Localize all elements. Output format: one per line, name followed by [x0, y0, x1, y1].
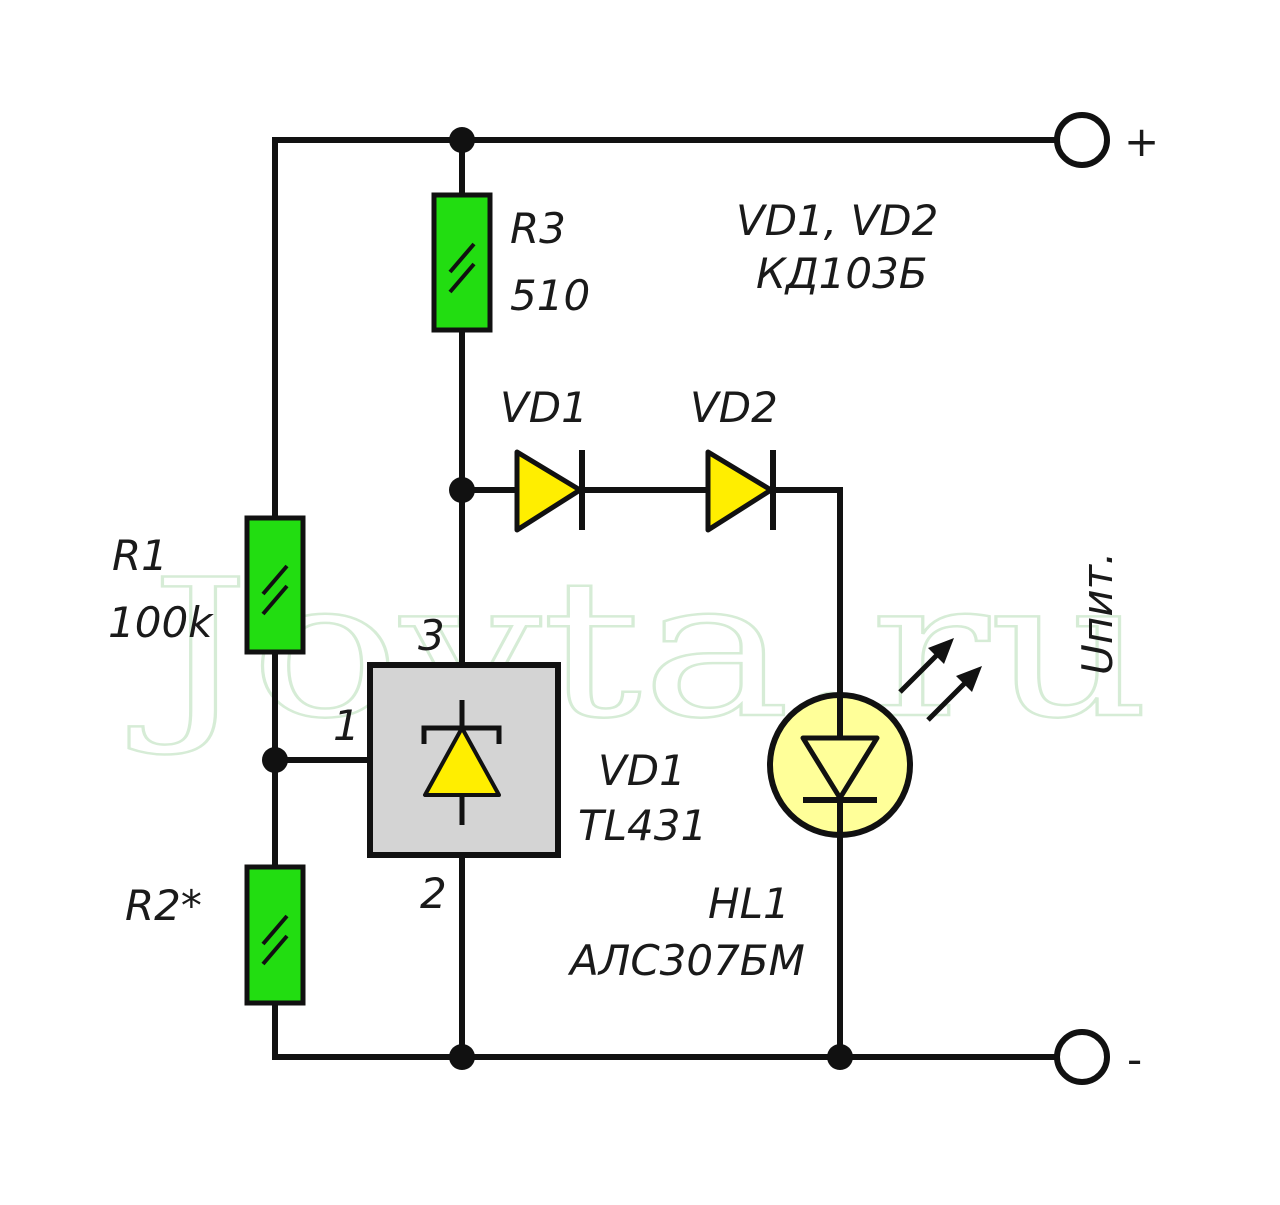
junction-divider	[262, 747, 288, 773]
r2-ref-label: R2*	[125, 881, 202, 930]
ic-tl431	[367, 662, 561, 858]
vd1-ref-label: VD1	[500, 383, 588, 432]
junction-bottom-left	[449, 1044, 475, 1070]
diode-group-refs: VD1, VD2	[736, 196, 938, 245]
diode-vd2	[705, 449, 776, 533]
terminal-plus-label: +	[1124, 117, 1159, 166]
r3-value-label: 510	[510, 271, 590, 320]
ic-pin3-label: 3	[418, 611, 445, 660]
r1-ref-label: R1	[112, 531, 168, 580]
diode-group-type: КД103Б	[756, 249, 928, 298]
diode-vd1	[514, 449, 585, 533]
terminal-minus-label: -	[1127, 1035, 1142, 1084]
terminal-plus	[1054, 112, 1110, 168]
ic-type-label: TL431	[578, 801, 707, 850]
junction-top	[449, 127, 475, 153]
r1-value-label: 100k	[108, 598, 214, 647]
led-type-label: АЛС307БМ	[567, 936, 805, 985]
ic-pin2-label: 2	[420, 869, 447, 918]
resistor-r2	[244, 864, 306, 1006]
light-emission-arrows-icon	[898, 638, 982, 722]
led-hl1	[767, 692, 913, 838]
vd2-ref-label: VD2	[690, 383, 778, 432]
supply-voltage-label: Uпит.	[1073, 552, 1122, 675]
resistor-r3	[431, 192, 493, 333]
terminal-minus	[1054, 1029, 1110, 1085]
ic-ref-label: VD1	[598, 746, 686, 795]
junction-bottom-right	[827, 1044, 853, 1070]
junction-diode	[449, 477, 475, 503]
resistor-r1	[244, 515, 306, 655]
led-ref-label: HL1	[708, 879, 790, 928]
r3-ref-label: R3	[510, 204, 566, 253]
ic-pin1-label: 1	[333, 701, 360, 750]
